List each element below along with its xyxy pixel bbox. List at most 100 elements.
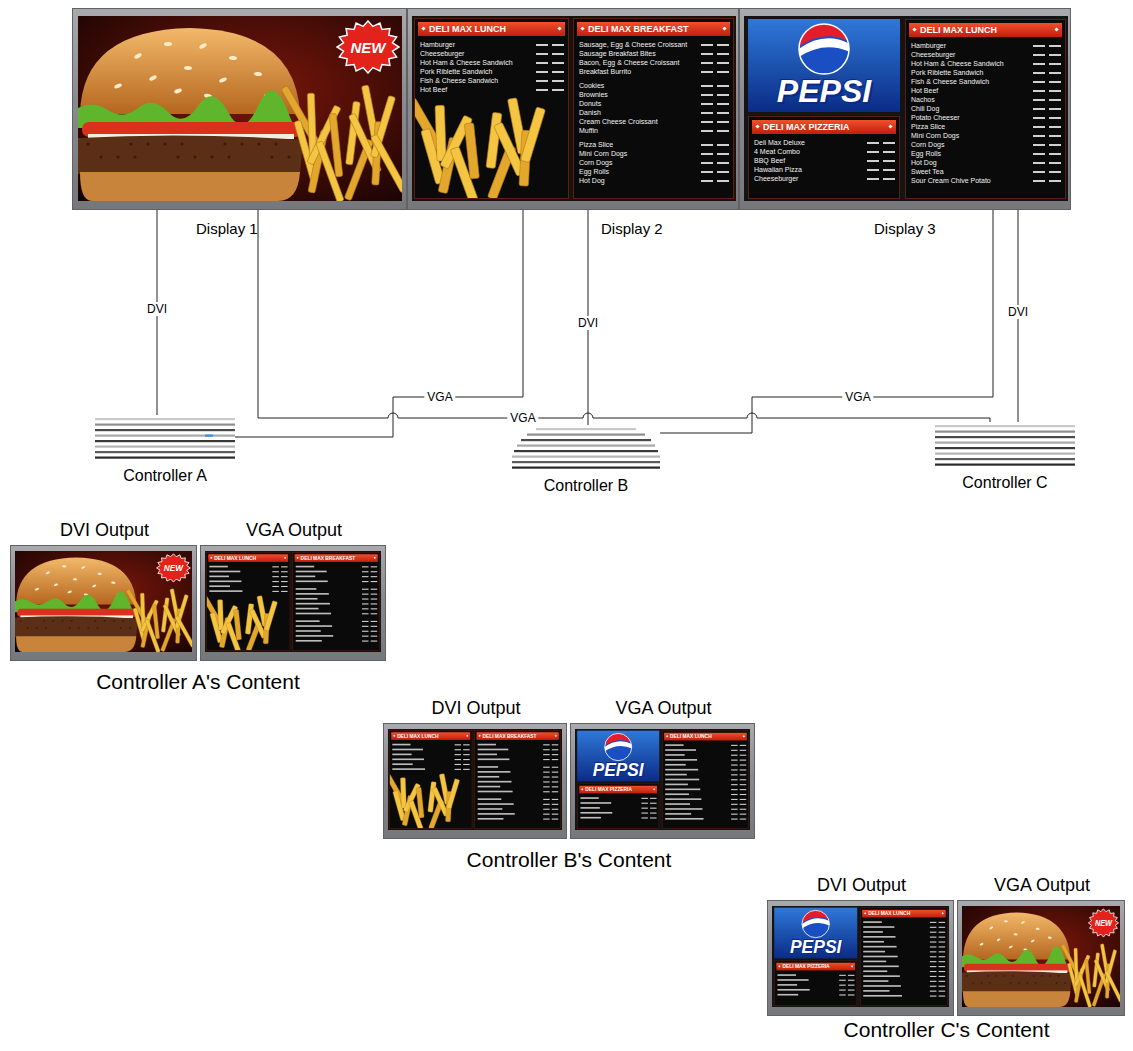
output-thumbnail: DELI MAX LUNCHDELI MAX BREAKFASTDVI Outp… [383, 723, 567, 839]
menu-item-bar [863, 985, 901, 987]
price-mark [740, 749, 746, 750]
price-mark [883, 160, 895, 162]
price-bars [697, 53, 729, 55]
price-bars [697, 94, 729, 96]
price-mark [1049, 117, 1061, 119]
scaled-scene: NEW [15, 551, 192, 652]
menu-row: Egg Rolls [574, 167, 733, 176]
price-mark [552, 744, 558, 745]
menu-row: Hot Beef [906, 86, 1065, 95]
menu-item-bar [665, 754, 684, 756]
price-bars [1029, 72, 1061, 74]
menu-row [293, 591, 379, 596]
menu-row: Hot Dog [574, 176, 733, 185]
menu-row [293, 579, 379, 584]
price-bars [1029, 135, 1061, 137]
menu-item: Brownies [579, 90, 608, 99]
menu-item: Cookies [579, 81, 604, 90]
menu-row [578, 810, 659, 815]
price-mark [281, 571, 288, 572]
menu-item: Cheeseburger [754, 174, 798, 183]
price-bars [541, 781, 558, 782]
menu-heading: DELI MAX BREAKFAST [588, 22, 689, 36]
controller-label-holder: Controller A [95, 467, 235, 485]
price-bars [729, 799, 746, 800]
menu-row: Nachos [906, 95, 1065, 104]
price-bars [729, 749, 746, 750]
price-mark [371, 640, 378, 641]
group-caption-holder: Controller C's Content [765, 1018, 1128, 1042]
menu-row [662, 752, 748, 757]
price-mark [930, 995, 937, 996]
output-caption-holder: VGA Output [958, 875, 1126, 896]
price-mark [552, 781, 558, 782]
price-mark [1033, 171, 1045, 173]
price-mark [371, 621, 378, 622]
price-bars [541, 804, 558, 805]
price-bars [360, 581, 377, 582]
signal-cable [258, 210, 990, 422]
menu-item: Sausage Breakfast Bites [579, 49, 656, 58]
price-mark [371, 598, 378, 599]
price-mark [463, 769, 469, 770]
price-bars [837, 979, 854, 980]
cable-label-holder: VGA [842, 390, 873, 404]
price-mark [1033, 153, 1045, 155]
menu-row: Mini Corn Dogs [906, 131, 1065, 140]
price-bars [452, 744, 469, 745]
menu-heading: DELI MAX BREAKFAST [301, 554, 356, 562]
price-bars [541, 776, 558, 777]
price-mark [930, 981, 937, 982]
price-bars [697, 44, 729, 46]
menu-row: Brownies [574, 90, 733, 99]
price-mark [939, 951, 946, 952]
price-bars [1029, 126, 1061, 128]
output-thumbnail: PEPSIDELI MAX PIZZERIADELI MAX LUNCHDVI … [767, 900, 954, 1016]
price-mark [701, 71, 713, 73]
menu-row: Hot Dog [906, 158, 1065, 167]
menu-header-bar: DELI MAX LUNCH [664, 733, 747, 741]
price-mark [1049, 72, 1061, 74]
price-mark [1033, 162, 1045, 164]
price-mark [717, 44, 729, 46]
menu-row [390, 767, 472, 772]
price-bars [1029, 180, 1061, 182]
header-bullet [284, 557, 286, 559]
price-mark [731, 799, 737, 800]
price-bars [639, 798, 656, 799]
menu-panel: DELI MAX PIZZERIADeli Max Deluxe4 Meat C… [748, 116, 900, 199]
group-caption: Controller A's Content [8, 670, 388, 694]
menu-panel: DELI MAX PIZZERIA [774, 961, 857, 1006]
price-bars [1029, 81, 1061, 83]
price-mark [543, 749, 549, 750]
price-bars [837, 989, 854, 990]
price-bars [452, 769, 469, 770]
output-caption-holder: VGA Output [571, 698, 756, 719]
menu-item-bar [478, 766, 498, 768]
cable-label-holder: DVI [1005, 305, 1031, 319]
price-bars [729, 813, 746, 814]
header-bullet [743, 735, 745, 737]
menu-item-bar [478, 754, 497, 756]
price-mark [930, 936, 937, 937]
pepsi-logo: PEPSI [748, 19, 900, 112]
menu-row [578, 815, 659, 820]
menu-item-bar [296, 613, 331, 615]
menu-item-bar [296, 566, 314, 568]
group-caption: Controller C's Content [765, 1018, 1128, 1042]
menu-row [662, 748, 748, 753]
output-thumbnail: DELI MAX LUNCHDELI MAX BREAKFASTVGA Outp… [200, 545, 386, 661]
price-mark [371, 588, 378, 589]
thumbnail-screen: NEW [962, 906, 1120, 1007]
price-mark [717, 71, 729, 73]
menu-row [293, 624, 379, 629]
menu-panel: DELI MAX PIZZERIA [577, 784, 659, 829]
menu-item: Hamburger [420, 40, 455, 49]
price-mark [1049, 135, 1061, 137]
menu-item-bar [665, 764, 686, 766]
price-bars [928, 966, 945, 967]
price-mark [740, 779, 746, 780]
header-bullet [864, 912, 866, 914]
menu-row [293, 569, 379, 574]
price-bars [360, 603, 377, 604]
